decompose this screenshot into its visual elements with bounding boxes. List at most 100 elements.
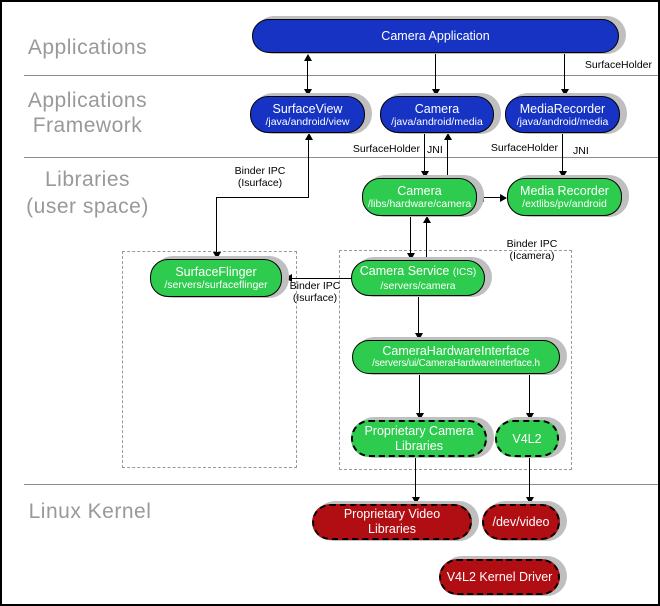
box-mediarecorder-lib: Media Recorder /extlibs/pv/android xyxy=(507,178,622,216)
label-jni-camera: JNI xyxy=(427,144,443,156)
box-title: Camera xyxy=(414,101,460,116)
separator-libraries-kernel xyxy=(24,484,658,485)
arrow-surfaceflinger-surfaceview-v2 xyxy=(216,197,217,252)
label-surfaceholder-mediarecorder: SurfaceHolder xyxy=(490,142,558,154)
layer-label-linux-kernel: Linux Kernel xyxy=(28,500,152,523)
arrowhead-up-icon xyxy=(305,133,313,140)
box-title-suffix: (ICS) xyxy=(452,267,477,278)
arrowhead-down-icon xyxy=(526,497,534,504)
arrow-mediarecorderfw-mediarecorderlib xyxy=(562,133,563,172)
box-title: MediaRecorder xyxy=(519,101,606,116)
arrowhead-up-icon xyxy=(304,54,312,61)
arrow-chi-proprietarycamera xyxy=(419,374,420,413)
label-binder-ipc-isurface-upper: Binder IPC (Isurface) xyxy=(220,165,300,189)
cameraservice-process-boundary xyxy=(339,250,572,470)
label-line: (Icamera) xyxy=(509,250,555,262)
arrowhead-up-icon xyxy=(444,133,452,140)
label-surfaceholder-camera: SurfaceHolder xyxy=(352,143,420,155)
arrow-camerahal-cameraservice xyxy=(410,216,411,254)
arrowhead-down-icon xyxy=(412,497,420,504)
layer-label-libraries: Libraries (user space) xyxy=(10,166,165,220)
label-binder-ipc-isurface-lower: Binder IPC (Isurface) xyxy=(275,280,355,304)
box-subtitle: /servers/ui/CameraHardwareInterface.h xyxy=(372,358,540,369)
arrowhead-down-icon xyxy=(213,252,221,259)
layer-label-line: Libraries xyxy=(44,168,131,191)
arrowhead-left-icon xyxy=(477,194,484,202)
box-title: Camera Application xyxy=(381,29,490,43)
arrowhead-down-icon xyxy=(304,89,312,96)
box-camera-hal: Camera /libs/hardware/camera xyxy=(362,178,477,216)
arrow-cameraservice-surfaceflinger xyxy=(292,278,351,279)
arrowhead-down-icon xyxy=(415,333,423,340)
arrowhead-down-icon xyxy=(432,89,440,96)
box-subtitle: /java/android/view xyxy=(265,115,350,128)
layer-label-applications: Applications xyxy=(27,36,148,59)
box-title: V4L2 xyxy=(512,431,542,446)
box-camera-framework: Camera /java/android/media xyxy=(380,96,494,133)
label-line: Binder IPC xyxy=(289,280,341,292)
arrowhead-down-icon xyxy=(559,171,567,178)
arrow-surfaceflinger-surfaceview-v1 xyxy=(308,140,309,197)
box-title-text: Camera Service xyxy=(359,264,450,278)
box-subtitle: /libs/hardware/camera xyxy=(367,198,472,210)
arrow-app-camera xyxy=(435,54,436,90)
box-surfaceflinger: SurfaceFlinger /servers/surfaceflinger xyxy=(150,259,282,297)
box-v4l2: V4L2 xyxy=(495,420,559,457)
box-v4l2-kernel-driver: V4L2 Kernel Driver xyxy=(439,559,560,595)
layer-label-line: Framework xyxy=(32,114,143,137)
arrowhead-left-icon xyxy=(285,274,292,282)
arrow-v4l2-devvideo xyxy=(529,457,530,497)
box-title: CameraHardwareInterface xyxy=(382,344,530,358)
layer-label-line: Applications xyxy=(27,89,148,112)
box-subtitle: /servers/camera xyxy=(380,280,456,292)
box-dev-video: /dev/video xyxy=(482,504,560,540)
arrow-proprietarycamera-propvideo xyxy=(415,457,416,497)
label-surfaceholder-top: SurfaceHolder xyxy=(584,59,652,71)
box-proprietary-camera-libraries: Proprietary Camera Libraries xyxy=(351,420,487,457)
box-subtitle: /extlibs/pv/android xyxy=(522,198,607,210)
label-line: (Isurface) xyxy=(292,292,338,304)
arrowhead-down-icon xyxy=(407,253,415,260)
arrow-app-surfaceview xyxy=(307,59,308,91)
box-title: V4L2 Kernel Driver xyxy=(446,570,553,584)
label-line: (Isurface) xyxy=(237,177,283,189)
arrow-camerafw-camerahal xyxy=(424,133,425,172)
arrowhead-down-icon xyxy=(421,171,429,178)
label-jni-mediarecorder: JNI xyxy=(573,145,589,157)
box-camera-hardware-interface: CameraHardwareInterface /servers/ui/Came… xyxy=(352,340,560,374)
box-surfaceview: SurfaceView /java/android/view xyxy=(250,96,365,133)
box-title: Proprietary Video Libraries xyxy=(343,507,441,536)
surfaceflinger-process-boundary xyxy=(122,251,297,468)
layer-label-line: (user space) xyxy=(26,195,149,218)
arrowhead-down-icon xyxy=(526,413,534,420)
label-binder-ipc-icamera: Binder IPC (Icamera) xyxy=(491,238,573,262)
box-title: SurfaceView xyxy=(272,101,343,116)
box-subtitle: /servers/surfaceflinger xyxy=(164,279,268,291)
arrowhead-down-icon xyxy=(416,413,424,420)
arrow-surfaceflinger-surfaceview-h xyxy=(216,197,309,198)
box-camera-service: Camera Service (ICS) /servers/camera xyxy=(351,260,485,296)
arrowhead-down-icon xyxy=(561,89,569,96)
arrow-cameraservice-camerahal xyxy=(426,223,427,260)
arrow-app-mediarecorder xyxy=(564,54,565,90)
arrow-camerahal-mediarecorderlib xyxy=(483,197,501,198)
arrowhead-up-icon xyxy=(423,216,431,223)
label-line: Binder IPC xyxy=(234,165,286,177)
box-subtitle: /java/android/media xyxy=(516,115,609,128)
separator-applications-framework xyxy=(24,75,658,76)
separator-framework-libraries xyxy=(24,157,658,158)
label-line: Binder IPC xyxy=(506,238,558,250)
box-title: /dev/video xyxy=(492,515,550,529)
box-title: Camera Service (ICS) xyxy=(360,264,476,280)
box-camera-application: Camera Application xyxy=(252,19,619,53)
arrow-chi-v4l2 xyxy=(529,374,530,413)
layer-label-applications-framework: Applications Framework xyxy=(10,88,165,138)
arrow-cameraservice-chi xyxy=(418,296,419,333)
box-title: Camera xyxy=(397,184,442,198)
box-title: SurfaceFlinger xyxy=(175,265,257,279)
arrow-camerahal-camerafw xyxy=(447,140,448,178)
box-title: Proprietary Camera Libraries xyxy=(364,423,474,453)
box-subtitle: /java/android/media xyxy=(391,115,483,128)
box-proprietary-video-libraries: Proprietary Video Libraries xyxy=(312,504,472,540)
